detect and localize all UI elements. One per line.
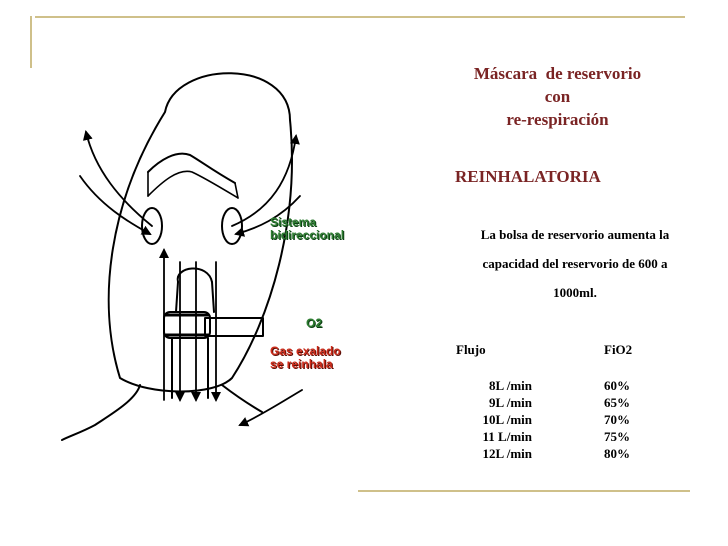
neck-left <box>61 384 141 441</box>
label-o2: O2 <box>306 316 323 330</box>
slide-title: Máscara de reservorio con re-respiración <box>430 62 685 131</box>
slide-subtitle: REINHALATORIA <box>455 167 601 186</box>
title-line-2: con <box>544 87 571 106</box>
o2-inlet-tube <box>204 317 264 337</box>
head-outline <box>107 72 293 393</box>
bottom-decor-line <box>358 490 690 492</box>
label-gas-exalado: Gas exalado se reinhala <box>270 344 341 371</box>
description: La bolsa de reservorio aumenta la capaci… <box>480 227 670 300</box>
label-sistema-bidireccional: Sistema bidireccional <box>270 215 345 242</box>
neck-right <box>221 384 263 413</box>
left-decor-line <box>30 16 32 68</box>
arrow-left-out <box>82 130 153 227</box>
top-decor-line <box>35 16 685 18</box>
arrow-right-out <box>231 134 300 227</box>
reservoir-top <box>176 267 213 283</box>
arrow-right-in <box>234 195 301 237</box>
valve-right <box>221 207 243 245</box>
arrow-left-in <box>79 175 152 235</box>
title-line-3: re-respiración <box>506 110 609 129</box>
reservoir-left <box>175 281 179 313</box>
header-fio2: FiO2 <box>604 342 633 357</box>
mask-top-strap-inner <box>147 170 239 199</box>
arrow-gas <box>238 389 303 427</box>
reservoir-right <box>211 281 215 313</box>
title-line-1: Máscara de reservorio <box>473 64 642 83</box>
mask-top-strap <box>147 152 236 184</box>
header-flujo: Flujo <box>456 342 486 357</box>
